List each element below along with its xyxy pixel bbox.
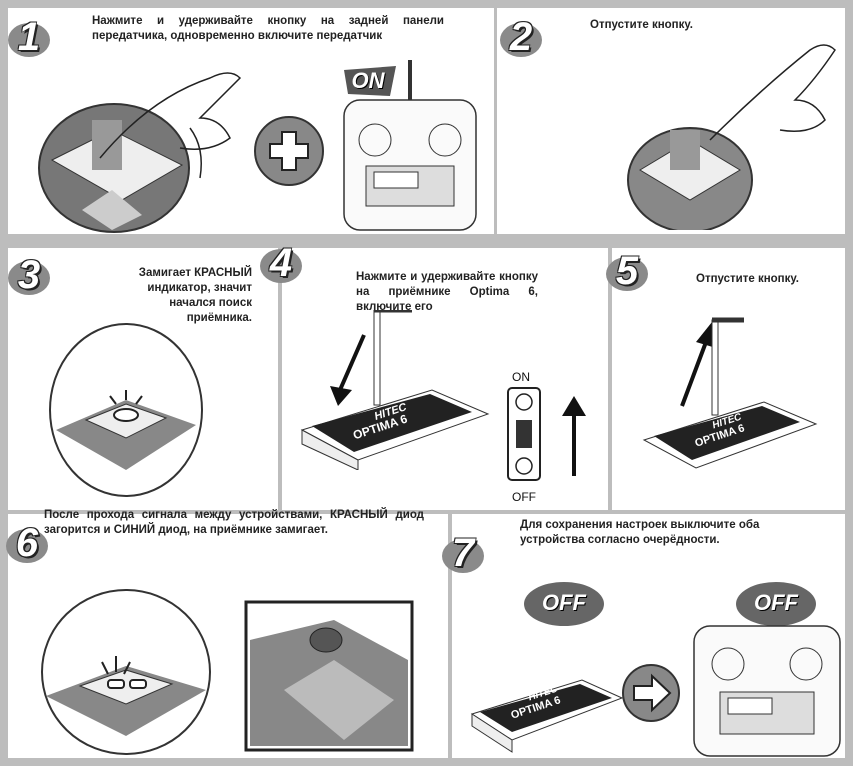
step-number-2: 2 [498, 14, 544, 60]
step-text-6: После прохода сигнала между устройствами… [44, 508, 424, 538]
arrow-right-icon [620, 662, 682, 724]
step-number-5: 5 [604, 248, 650, 294]
step-text-1: Нажмите и удерживайте кнопку на задней п… [92, 14, 444, 44]
step-text-3: Замигает КРАСНЫЙ индикатор, значит начал… [112, 266, 252, 326]
finger-press-illustration [90, 58, 250, 188]
step-number-1: 1 [6, 14, 52, 60]
receiver-illustration: HITEC OPTIMA 6 [292, 310, 492, 470]
step-text-5: Отпустите кнопку. [696, 272, 836, 287]
blue-led-closeup-illustration [244, 600, 414, 752]
step-text-7: Для сохранения настроек выключите оба ус… [520, 518, 820, 548]
leds-closeup-illustration [36, 586, 216, 758]
plus-icon [252, 114, 326, 188]
power-switch-illustration [506, 386, 542, 482]
receiver-illustration-step-5: HITEC OPTIMA 6 [640, 290, 820, 480]
receiver-illustration-step-7: HITEC OPTIMA 6 [466, 640, 626, 758]
off-badge-receiver: OFF [522, 580, 606, 628]
transmitter-illustration [330, 60, 490, 235]
step-number-3: 3 [6, 252, 52, 298]
release-finger-illustration [620, 20, 845, 230]
step-number-7: 7 [440, 530, 486, 576]
switch-up-arrow-icon [560, 394, 588, 478]
red-led-closeup-illustration [46, 320, 206, 500]
transmitter-illustration-step-7 [690, 618, 845, 758]
switch-on-label: ON [512, 370, 530, 384]
step-text-4: Нажмите и удерживайте кнопку на приёмник… [356, 270, 538, 315]
switch-off-label: OFF [512, 490, 536, 504]
step-number-4: 4 [258, 240, 304, 286]
